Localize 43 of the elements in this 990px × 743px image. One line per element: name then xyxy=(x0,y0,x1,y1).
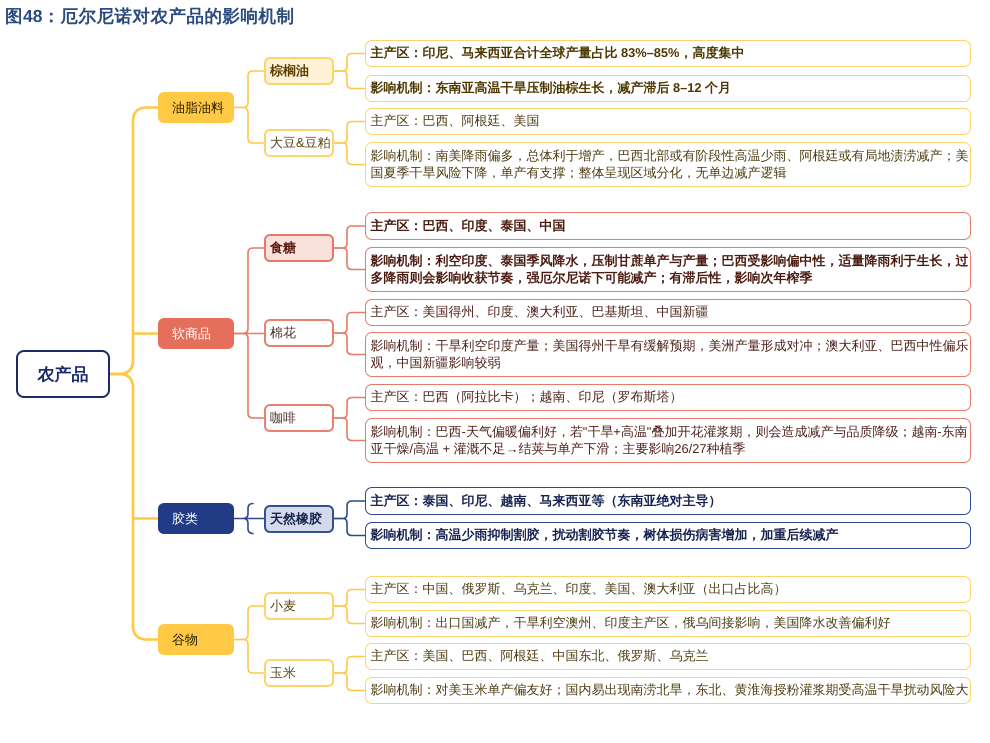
brace-connector xyxy=(234,106,264,144)
commodity-box: 玉米 xyxy=(264,659,334,687)
detail-box: 影响机制：对美玉米单产偏友好；国内易出现南涝北旱，东北、黄淮海授粉灌浆期受高温干旱扰动风险大 xyxy=(365,677,971,704)
title: 图48：厄尔尼诺对农产品的影响机制 xyxy=(5,5,294,27)
detail-box: 主产区：中国、俄罗斯、乌克兰、印度、美国、澳大利亚（出口占比高） xyxy=(365,576,971,603)
brace-connector xyxy=(334,332,365,356)
detail-box: 主产区：印尼、马来西亚合计全球产量占比 83%–85%，高度集中 xyxy=(365,40,971,67)
detail-box: 影响机制：利空印度、泰国季风降水，压制甘蔗单产与产量；巴西受影响偏中性，适量降雨利于生长，过多降雨则会影响收获节奏，强厄尔尼诺下可能减产；有滞后性，影响次年榨季 xyxy=(365,247,971,292)
brace-connector xyxy=(334,672,365,692)
detail-box: 主产区：巴西（阿拉比卡）；越南、印尼（罗布斯塔） xyxy=(365,384,971,411)
detail-box: 主产区：美国、巴西、阿根廷、中国东北、俄罗斯、乌克兰 xyxy=(365,643,971,670)
detail-box: 主产区：巴西、阿根廷、美国 xyxy=(365,108,971,135)
detail-box: 主产区：泰国、印尼、越南、马来西亚等（东南亚绝对主导） xyxy=(365,487,971,515)
detail-box: 主产区：巴西、印度、泰国、中国 xyxy=(365,212,971,240)
brace-connector xyxy=(234,332,264,419)
brace-connector xyxy=(234,638,264,674)
commodity-box: 大豆&豆粕 xyxy=(264,129,334,157)
brace-connector xyxy=(234,502,264,534)
commodity-box: 天然橡胶 xyxy=(264,504,334,532)
commodity-box: 小麦 xyxy=(264,592,334,620)
brace-connector xyxy=(110,372,158,641)
detail-box: 主产区：美国得州、印度、澳大利亚、巴基斯坦、中国新疆 xyxy=(365,299,971,326)
brace-connector xyxy=(334,247,365,270)
category-box: 油脂油料 xyxy=(158,92,234,123)
category-box: 谷物 xyxy=(158,624,234,655)
category-box: 软商品 xyxy=(158,318,234,349)
commodity-box: 咖啡 xyxy=(264,404,334,432)
brace-connector xyxy=(334,605,365,624)
category-box: 胶类 xyxy=(158,503,234,534)
brace-connector xyxy=(334,518,365,536)
brace-connector xyxy=(334,142,365,166)
root-box: 农产品 xyxy=(16,350,110,398)
detail-box: 影响机制：高温少雨抑制割胶，扰动割胶节奏，树体损伤病害增加，加重后续减产 xyxy=(365,522,971,549)
brace-connector xyxy=(334,70,365,90)
detail-box: 影响机制：出口国减产，干旱利空澳州、印度主产区，俄乌间接影响，美国降水改善偏利好 xyxy=(365,610,971,637)
commodity-box: 棉花 xyxy=(264,319,334,347)
brace-connector xyxy=(334,417,365,442)
commodity-box: 棕榈油 xyxy=(264,57,334,85)
detail-box: 影响机制：东南亚高温干旱压制油棕生长，减产滞后 8–12 个月 xyxy=(365,75,971,102)
detail-box: 影响机制：南美降雨偏多，总体利于增产，巴西北部或有阶段性高温少雨、阿根廷或有局地渍涝减产；美国夏季干旱风险下降，单产有支撑；整体呈现区域分化，无单边减产逻辑 xyxy=(365,142,971,187)
commodity-box: 食糖 xyxy=(264,234,334,262)
detail-box: 影响机制：巴西-天气偏暖偏利好，若"干旱+高温"叠加开花灌浆期，则会造成减产与品质降级；越南-东南亚干燥/高温 + 灌溉不足→结荚与单产下滑；主要影响26/27种植季 xyxy=(365,418,971,463)
detail-box: 影响机制：干旱利空印度产量；美国得州干旱有缓解预期，美洲产量形成对冲；澳大利亚、巴西中性偏乐观，中国新疆影响较弱 xyxy=(365,332,971,377)
